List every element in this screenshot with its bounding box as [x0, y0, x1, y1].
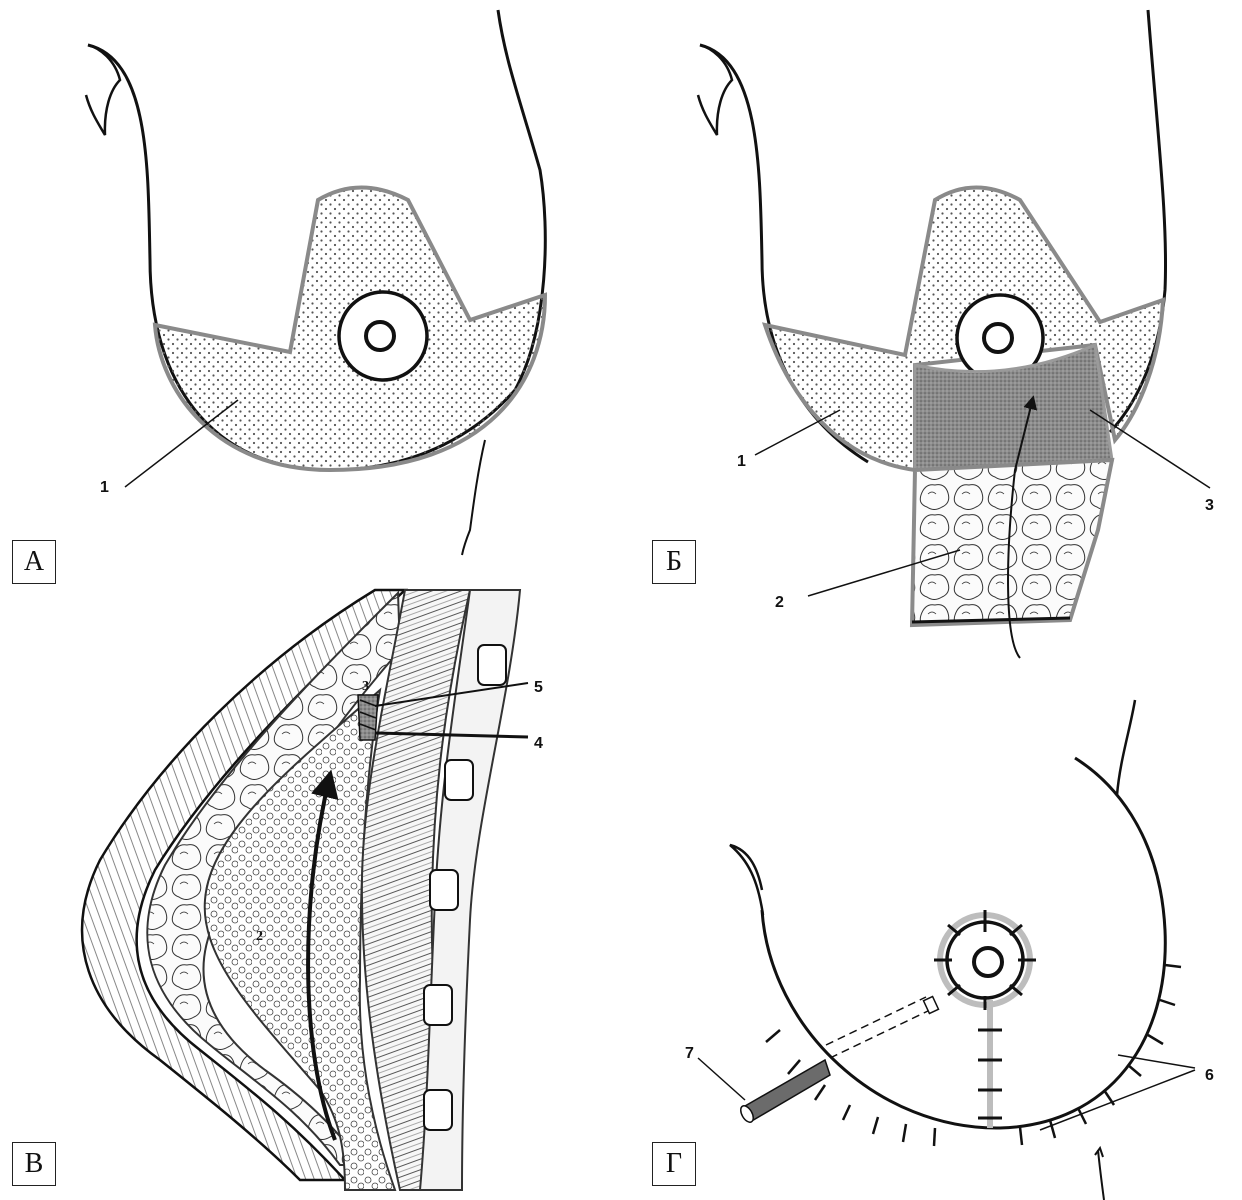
callout-6-g: 6: [1205, 1067, 1214, 1084]
panel-v: 2 3 5 4: [82, 590, 543, 1190]
panel-label-b: Б: [652, 540, 696, 584]
drain-tube-g: [745, 1060, 830, 1122]
panel-label-v: В: [12, 1142, 56, 1186]
callout-4-v: 4: [534, 735, 543, 752]
callout-7-g: 7: [685, 1045, 694, 1062]
upper-contour-g: [1117, 700, 1135, 795]
nipple-a: [366, 322, 394, 350]
callout-1-a: 1: [100, 479, 109, 496]
nipple-g: [974, 948, 1002, 976]
axilla-fold-a: [86, 45, 120, 135]
callout-3-b: 3: [1205, 497, 1214, 514]
lower-fold-g: [1098, 1150, 1104, 1200]
lower-fold-a: [462, 440, 485, 555]
dermo-fat-flap: [912, 460, 1112, 625]
panel-a: 1: [86, 10, 545, 555]
axilla-g: [730, 845, 763, 915]
axilla-fold-b: [698, 45, 732, 135]
nipple-b: [984, 324, 1012, 352]
panel-b: 1 2 3: [698, 10, 1214, 658]
callout-5-v: 5: [534, 679, 543, 696]
callout-2-v: 2: [256, 929, 263, 944]
callout-1-b: 1: [737, 453, 746, 470]
panel-g: 7 6: [685, 700, 1214, 1200]
callout-3-v: 3: [362, 679, 369, 694]
leader-1-a: [125, 400, 238, 487]
leader-7-g: [698, 1058, 745, 1100]
drain-channel-g: [826, 997, 930, 1058]
callout-2-b: 2: [775, 594, 784, 611]
drain-tip-g: [924, 997, 939, 1014]
panel-label-a: А: [12, 540, 56, 584]
leader-1-b: [755, 410, 840, 455]
panel-label-g: Г: [652, 1142, 696, 1186]
